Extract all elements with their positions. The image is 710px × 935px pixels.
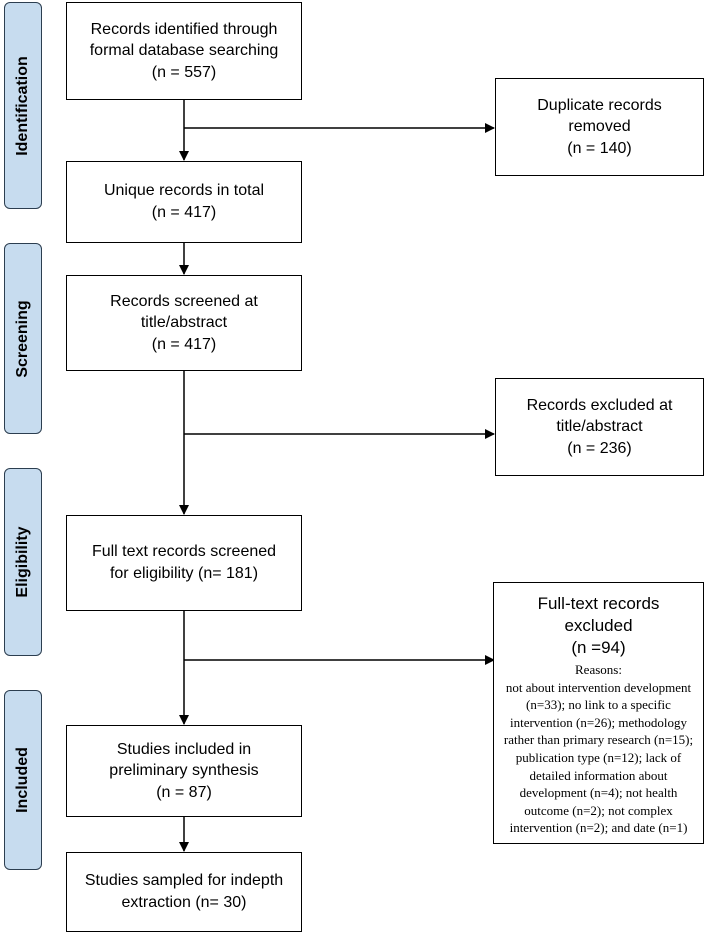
phase-screening: Screening: [4, 243, 42, 434]
box-records-identified-text: Records identified through formal databa…: [89, 20, 279, 60]
box-duplicates-removed: Duplicate records removed (n = 140): [495, 78, 704, 176]
box-fulltext-screened: Full text records screened for eligibili…: [66, 515, 302, 611]
box-excluded-fulltext-reasons-heading: Reasons:: [575, 662, 622, 678]
box-records-screened: Records screened at title/abstract (n = …: [66, 275, 302, 371]
box-excluded-title-abstract-text: Records excluded at title/abstract: [526, 396, 673, 436]
box-fulltext-screened-text: Full text records screened for eligibili…: [91, 543, 277, 582]
box-excluded-title-abstract-count: (n = 236): [567, 439, 632, 457]
box-records-identified-count: (n = 557): [151, 63, 217, 81]
box-records-identified: Records identified through formal databa…: [66, 2, 302, 100]
phase-identification: Identification: [4, 2, 42, 209]
phase-included: Included: [4, 690, 42, 870]
box-unique-records-count: (n = 417): [151, 204, 217, 221]
box-unique-records-text: Unique records in total: [103, 182, 265, 200]
box-studies-included-text: Studies included in preliminary synthesi…: [109, 740, 259, 780]
box-records-screened-count: (n = 417): [151, 335, 217, 353]
box-duplicates-removed-count: (n = 140): [567, 139, 632, 157]
phase-eligibility: Eligibility: [4, 468, 42, 656]
box-studies-sampled-text: Studies sampled for indepth extraction (…: [84, 872, 284, 911]
box-records-screened-text: Records screened at title/abstract: [110, 292, 258, 332]
box-unique-records: Unique records in total (n = 417): [66, 161, 302, 243]
box-excluded-fulltext-count: (n =94): [571, 638, 626, 658]
box-excluded-title-abstract: Records excluded at title/abstract (n = …: [495, 378, 704, 476]
box-excluded-fulltext-text: Full-text records excluded: [537, 594, 660, 636]
box-excluded-fulltext-reasons: not about intervention development (n=33…: [503, 679, 694, 836]
box-studies-sampled: Studies sampled for indepth extraction (…: [66, 852, 302, 932]
box-studies-included: Studies included in preliminary synthesi…: [66, 725, 302, 817]
box-excluded-fulltext: Full-text records excluded (n =94) Reaso…: [493, 582, 704, 844]
box-studies-included-count: (n = 87): [156, 783, 212, 801]
box-duplicates-removed-text: Duplicate records removed: [537, 96, 662, 136]
